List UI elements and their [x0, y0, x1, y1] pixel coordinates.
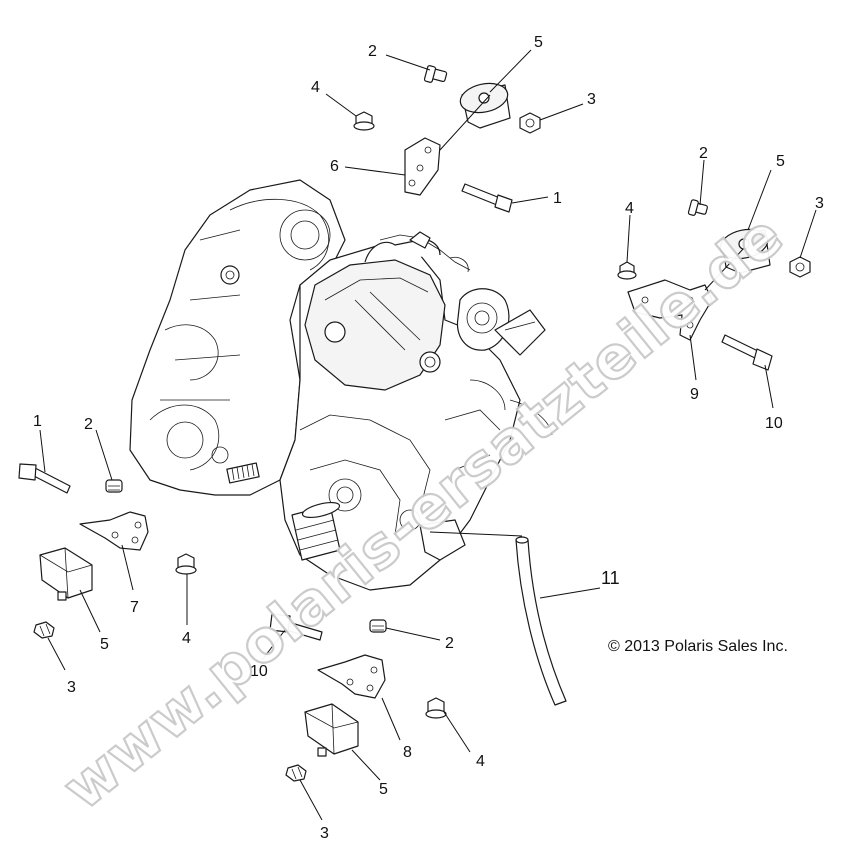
callout-4: 4	[182, 630, 191, 647]
callout-2: 2	[445, 635, 454, 652]
mount-group-8	[269, 613, 447, 782]
callout-8: 8	[403, 744, 412, 761]
callout-9: 9	[690, 386, 699, 403]
vent-hose	[429, 531, 567, 706]
callout-2: 2	[368, 43, 377, 60]
bolt-long	[461, 183, 513, 213]
bolt-long	[721, 334, 773, 371]
callout-5: 5	[100, 636, 109, 653]
rubber-mount	[304, 703, 359, 757]
callout-3: 3	[67, 679, 76, 696]
engine-transmission-assembly	[129, 179, 553, 591]
hex-nut	[33, 621, 55, 639]
callout-5: 5	[379, 781, 388, 798]
callout-4: 4	[311, 79, 320, 96]
callout-3: 3	[815, 195, 824, 212]
mount-group-9	[617, 199, 811, 371]
callout-6: 6	[330, 158, 339, 175]
callout-1: 1	[33, 413, 42, 430]
bolt-long	[18, 463, 71, 494]
callout-2: 2	[699, 145, 708, 162]
rubber-mount	[39, 547, 93, 601]
rubber-mount	[719, 228, 771, 274]
flange-nut	[617, 261, 637, 280]
callout-5: 5	[534, 34, 543, 51]
callout-3: 3	[320, 825, 329, 842]
copyright-notice: © 2013 Polaris Sales Inc.	[608, 638, 788, 655]
callout-2: 2	[84, 416, 93, 433]
callout-7: 7	[130, 599, 139, 616]
mount-group-6	[353, 65, 541, 213]
flange-nut	[353, 111, 375, 131]
mount-group-7	[18, 463, 197, 639]
callout-1: 1	[553, 190, 562, 207]
bolt-short	[423, 65, 448, 83]
callout-labels: 2 5 4 3 6 1 2 5 4 3 9 10 1 2 7 4 5 3 10 …	[33, 34, 824, 842]
callout-11: 11	[601, 568, 620, 588]
callout-5: 5	[776, 153, 785, 170]
callout-10: 10	[250, 663, 268, 680]
bracket-9	[627, 279, 713, 341]
callout-4: 4	[476, 753, 485, 770]
bolt-short	[369, 619, 387, 633]
callout-4: 4	[625, 200, 634, 217]
bolt-short	[105, 479, 123, 493]
bolt-short	[687, 199, 708, 216]
callout-10: 10	[765, 415, 783, 432]
bracket-6	[404, 137, 441, 196]
flange-nut	[175, 553, 197, 575]
leader-lines	[39, 49, 817, 821]
callout-3: 3	[587, 91, 596, 108]
bracket-7	[79, 511, 149, 551]
bolt-long	[269, 613, 323, 641]
hex-nut	[789, 256, 811, 278]
flange-nut	[425, 697, 447, 719]
rubber-mount	[459, 82, 511, 129]
hex-nut	[519, 112, 541, 134]
hex-nut	[285, 764, 307, 782]
bracket-8	[317, 654, 386, 699]
